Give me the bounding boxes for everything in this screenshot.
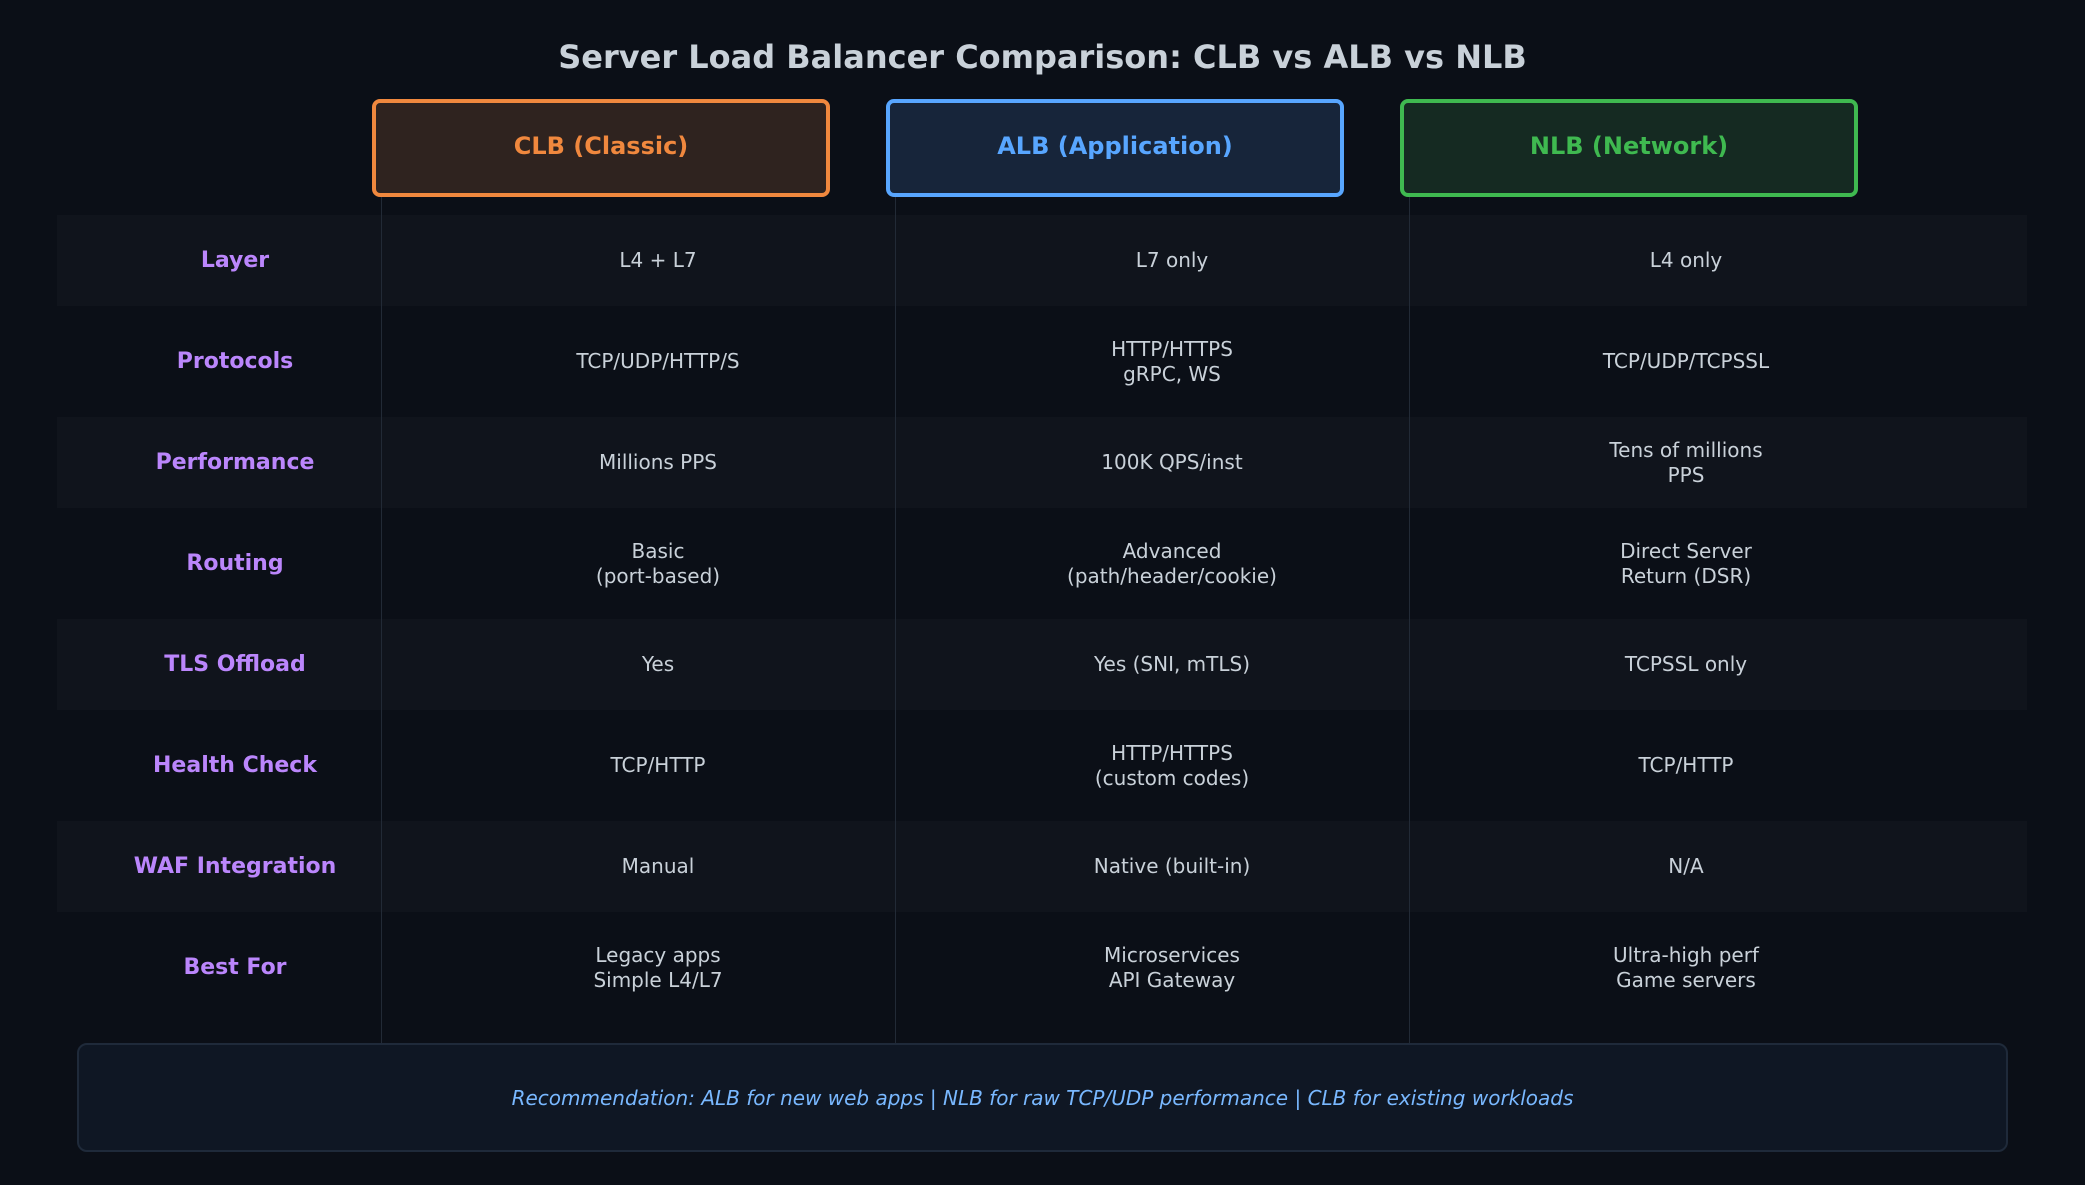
cell-clb: Millions PPS [599,450,717,474]
cell-alb: 100K QPS/inst [1101,450,1243,474]
cell-nlb: TCP/UDP/TCPSSL [1602,349,1770,373]
cell-alb: Yes (SNI, mTLS) [1093,652,1251,676]
table-row: TLS Offload Yes Yes (SNI, mTLS) TCPSSL o… [57,619,2027,710]
cell-clb: Manual [621,854,695,878]
table-row: Health Check TCP/HTTP HTTP/HTTPS (custom… [57,720,2027,811]
page-title: Server Load Balancer Comparison: CLB vs … [558,38,1527,76]
cell-alb: Advanced (path/header/cookie) [1067,538,1277,588]
cell-alb: HTTP/HTTPS gRPC, WS [1111,336,1233,386]
row-label: TLS Offload [164,652,306,677]
column-header-label: ALB (Application) [997,132,1233,160]
row-label: Protocols [176,349,294,374]
column-divider [895,197,896,1090]
column-header-clb: CLB (Classic) [372,99,830,197]
cell-clb: Basic (port-based) [595,538,721,588]
row-label: Performance [155,450,315,475]
row-label: Best For [183,955,287,980]
column-divider [381,197,382,1100]
table-row: Layer L4 + L7 L7 only L4 only [57,215,2027,306]
table-row: Best For Legacy apps Simple L4/L7 Micros… [57,922,2027,1013]
table-row: Routing Basic (port-based) Advanced (pat… [57,518,2027,609]
cell-nlb: Direct Server Return (DSR) [1620,538,1752,588]
cell-clb: Yes [641,652,675,676]
cell-clb: TCP/UDP/HTTP/S [576,349,740,373]
column-header-nlb: NLB (Network) [1400,99,1858,197]
row-label: Routing [186,551,284,576]
row-label: Health Check [153,753,317,778]
cell-nlb: L4 only [1649,248,1723,272]
cell-alb: L7 only [1135,248,1209,272]
cell-nlb: Tens of millions PPS [1609,437,1763,487]
cell-alb: Microservices API Gateway [1104,942,1240,992]
row-label: Layer [200,248,270,273]
column-divider [1409,197,1410,1090]
column-header-label: CLB (Classic) [513,132,689,160]
column-header-alb: ALB (Application) [886,99,1344,197]
table-row: WAF Integration Manual Native (built-in)… [57,821,2027,912]
cell-clb: Legacy apps Simple L4/L7 [593,942,723,992]
column-header-label: NLB (Network) [1529,132,1729,160]
cell-clb: L4 + L7 [619,248,697,272]
cell-nlb: N/A [1668,854,1704,878]
cell-nlb: TCP/HTTP [1638,753,1734,777]
recommendation-box: Recommendation: ALB for new web apps | N… [77,1043,2008,1152]
cell-nlb: Ultra-high perf Game servers [1613,942,1759,992]
cell-alb: Native (built-in) [1093,854,1251,878]
cell-clb: TCP/HTTP [610,753,706,777]
recommendation-text: Recommendation: ALB for new web apps | N… [511,1085,1574,1110]
cell-nlb: TCPSSL only [1624,652,1748,676]
cell-alb: HTTP/HTTPS (custom codes) [1094,740,1250,790]
table-row: Protocols TCP/UDP/HTTP/S HTTP/HTTPS gRPC… [57,316,2027,407]
row-label: WAF Integration [133,854,337,879]
table-row: Performance Millions PPS 100K QPS/inst T… [57,417,2027,508]
